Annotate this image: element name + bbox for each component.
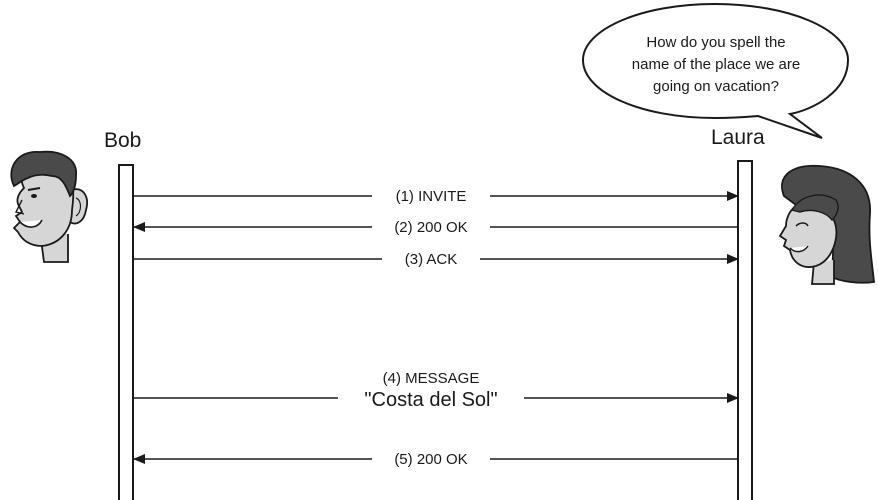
participant-label-bob: Bob: [104, 129, 141, 152]
speech-bubble-line-3: going on vacation?: [653, 78, 779, 95]
message-message: (4) MESSAGE "Costa del Sol": [133, 370, 739, 411]
message-invite: (1) INVITE: [133, 188, 739, 205]
message-invite-label: (1) INVITE: [396, 188, 467, 205]
lifeline-bob: [118, 164, 134, 500]
message-ack-label: (3) ACK: [405, 251, 458, 268]
speech-bubble: How do you spell the name of the place w…: [581, 2, 850, 139]
participant-label-laura: Laura: [711, 126, 765, 149]
message-200-ok-1-label: (2) 200 OK: [394, 219, 467, 236]
speech-bubble-line-1: How do you spell the: [646, 34, 785, 51]
message-200-ok-2: (5) 200 OK: [133, 451, 738, 468]
message-message-payload: "Costa del Sol": [364, 389, 497, 411]
message-message-label: (4) MESSAGE: [383, 370, 480, 387]
message-200-ok-2-label: (5) 200 OK: [394, 451, 467, 468]
laura-face-icon: [778, 164, 875, 285]
speech-bubble-line-2: name of the place we are: [632, 56, 800, 73]
message-200-ok-1: (2) 200 OK: [133, 219, 738, 236]
speech-bubble-shape: [581, 2, 850, 139]
bob-face-icon: [10, 150, 88, 263]
lifeline-laura: [737, 160, 753, 500]
message-ack: (3) ACK: [133, 251, 739, 268]
